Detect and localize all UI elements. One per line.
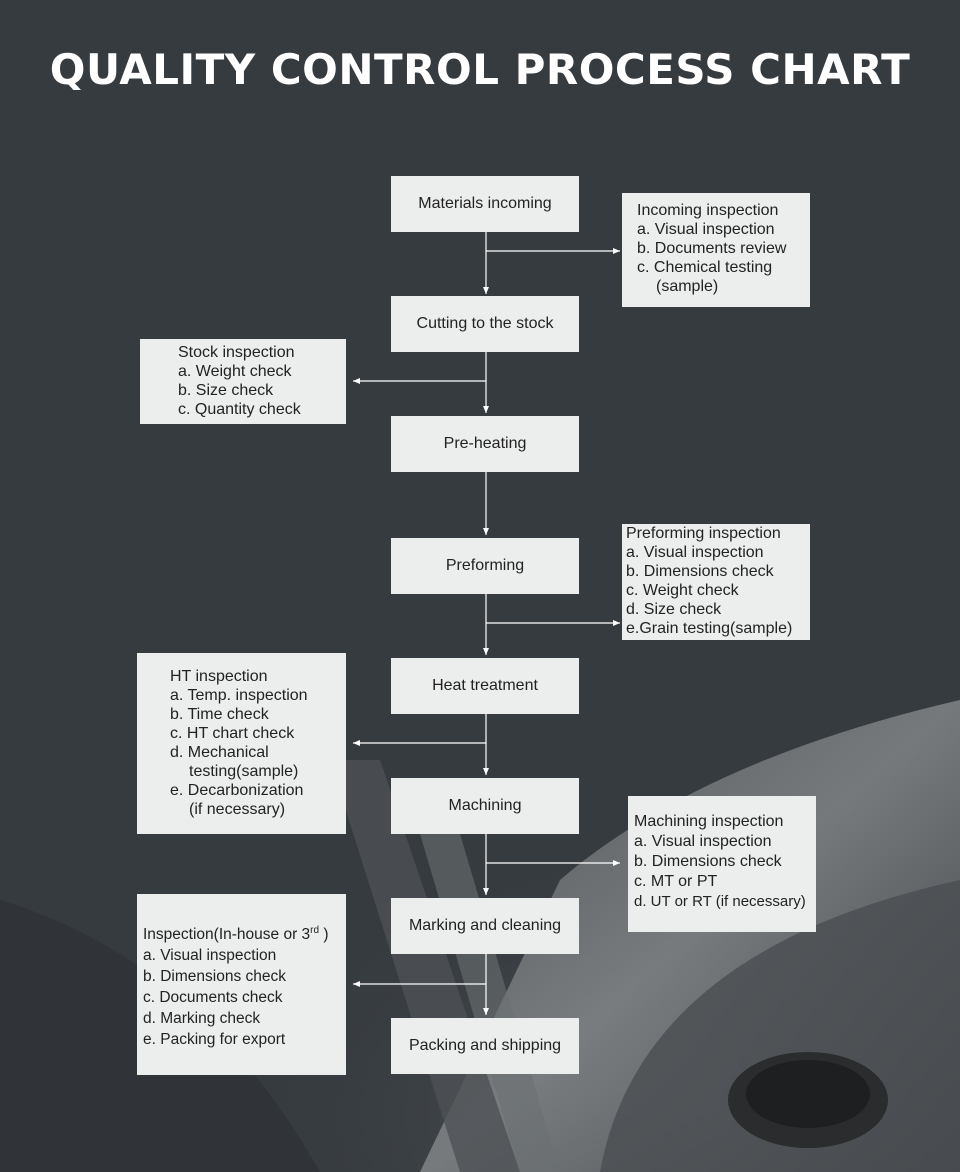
list-item: e. Decarbonization — [170, 782, 304, 799]
machining-inspection-box: Machining inspection a. Visual inspectio… — [628, 796, 816, 932]
stock-inspection-title: Stock inspection — [178, 344, 295, 361]
list-item: c. HT chart check — [170, 725, 295, 742]
list-item: b. Dimensions check — [634, 853, 782, 870]
incoming-inspection-title: Incoming inspection — [637, 202, 779, 219]
list-item: (sample) — [656, 278, 719, 295]
list-item: b. Time check — [170, 706, 269, 723]
list-item: a. Visual inspection — [626, 544, 764, 561]
final-inspection-title-text: Inspection(In-house or 3 — [143, 926, 311, 944]
list-item: c. Documents check — [143, 989, 283, 1007]
list-item: c. Quantity check — [178, 401, 301, 418]
step-preforming: Preforming — [391, 538, 579, 594]
final-inspection-box: Inspection(In-house or 3rd ) a. Visual i… — [137, 894, 346, 1075]
step-marking-and-cleaning: Marking and cleaning — [391, 898, 579, 954]
incoming-inspection-box: Incoming inspection a. Visual inspection… — [622, 193, 810, 307]
step-machining: Machining — [391, 778, 579, 834]
list-item: a. Temp. inspection — [170, 687, 308, 704]
step-materials-incoming: Materials incoming — [391, 176, 579, 232]
list-item: b. Dimensions check — [143, 968, 287, 986]
ht-inspection-box: HT inspection a. Temp. inspection b. Tim… — [137, 653, 346, 834]
list-item: c. Weight check — [626, 582, 739, 599]
list-item: e.Grain testing(sample) — [626, 620, 793, 637]
list-item: (if necessary) — [189, 801, 286, 818]
list-item: d. Size check — [626, 601, 722, 618]
stock-inspection-box: Stock inspection a. Weight check b. Size… — [140, 339, 346, 424]
final-inspection-title-sup: rd — [310, 925, 320, 936]
preforming-inspection-title: Preforming inspection — [626, 525, 781, 542]
ht-inspection-title: HT inspection — [170, 668, 268, 685]
list-item: d. UT or RT (if necessary) — [634, 893, 806, 910]
machining-inspection-title: Machining inspection — [634, 813, 784, 830]
step-cutting-to-stock: Cutting to the stock — [391, 296, 579, 352]
preforming-inspection-box: Preforming inspection a. Visual inspecti… — [622, 524, 810, 640]
list-item: d. Marking check — [143, 1010, 261, 1028]
list-item: testing(sample) — [189, 763, 299, 780]
step-packing-and-shipping: Packing and shipping — [391, 1018, 579, 1074]
list-item: a. Weight check — [178, 363, 292, 380]
page-title: QUALITY CONTROL PROCESS CHART — [49, 45, 911, 94]
list-item: c. MT or PT — [634, 873, 718, 890]
list-item: b. Size check — [178, 382, 274, 399]
list-item: a. Visual inspection — [637, 221, 775, 238]
list-item: b. Documents review — [637, 240, 787, 257]
list-item: d. Mechanical — [170, 744, 269, 761]
list-item: c. Chemical testing — [637, 259, 773, 276]
final-inspection-title: Inspection(In-house or 3rd ) — [143, 920, 346, 945]
list-item: e. Packing for export — [143, 1031, 286, 1049]
list-item: b. Dimensions check — [626, 563, 774, 580]
list-item: a. Visual inspection — [634, 833, 772, 850]
step-pre-heating: Pre-heating — [391, 416, 579, 472]
list-item: a. Visual inspection — [143, 947, 277, 965]
final-inspection-title-end: ) — [319, 926, 329, 944]
step-heat-treatment: Heat treatment — [391, 658, 579, 714]
